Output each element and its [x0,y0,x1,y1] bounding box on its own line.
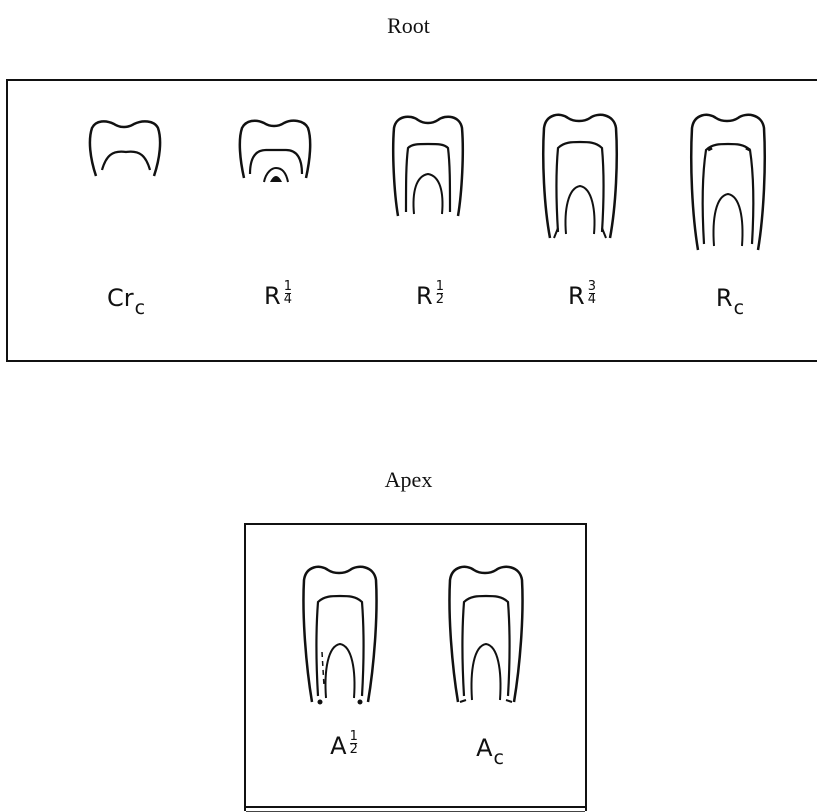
tooth-root-half-drawing [388,112,468,222]
fraction-numerator: 1 [350,731,358,743]
stage-label-apex-complete: Ac [476,734,504,762]
stage-label-main: R [716,284,733,312]
apex-stages-panel [244,523,587,811]
stage-label-main: R [416,282,433,310]
stage-label-subscript: c [493,747,503,769]
panel-bottom-edge [246,806,585,812]
root-section-title: Root [0,13,817,39]
fraction-numerator: 1 [284,281,292,293]
stage-label-main: Cr [107,284,134,312]
stage-label-main: A [330,732,346,760]
stage-label-main: R [568,282,585,310]
fraction-denominator: 4 [284,294,292,306]
fraction-denominator: 2 [350,744,358,756]
tooth-root-three-quarter-drawing [538,110,623,245]
stage-label-main: R [264,282,281,310]
apex-section-title: Apex [0,467,817,493]
stage-label-root-complete: Rc [716,284,744,312]
tooth-root-quarter-drawing [236,116,316,191]
fraction-numerator: 1 [436,281,444,293]
stage-label-subscript: c [734,297,744,319]
tooth-crown-complete-drawing [86,118,166,188]
fraction-denominator: 2 [436,294,444,306]
stage-label-main: A [476,734,492,762]
stage-label-subscript: c [135,297,145,319]
tooth-root-complete-drawing [686,110,771,255]
tooth-apex-half-drawing [298,562,383,707]
fraction-numerator: 3 [588,281,596,293]
fraction-denominator: 4 [588,294,596,306]
stage-label-crown-complete: Crc [107,284,145,312]
tooth-apex-complete-drawing [444,562,529,707]
